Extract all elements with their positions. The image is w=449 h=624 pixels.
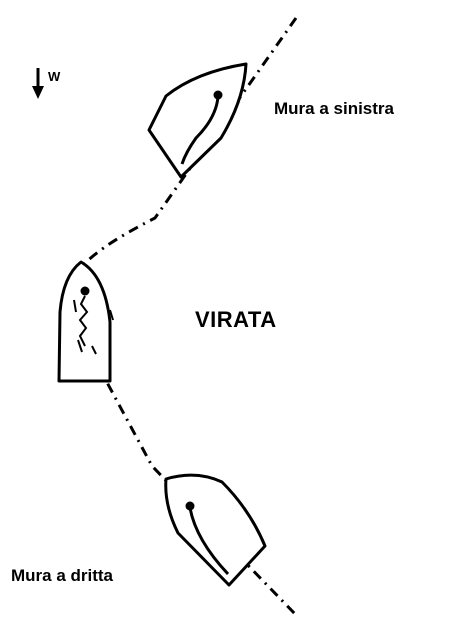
port-tack-label: Mura a sinistra (274, 99, 394, 118)
diagram-title: VIRATA (195, 307, 277, 332)
starboard-tack-label: Mura a dritta (11, 566, 114, 585)
boat-port-tack (147, 62, 248, 179)
course-path (76, 17, 299, 618)
boat-starboard-tack (164, 473, 267, 587)
wind-arrow-icon (32, 68, 44, 99)
boat-head-to-wind (57, 260, 114, 383)
wind-label: W (48, 69, 61, 84)
